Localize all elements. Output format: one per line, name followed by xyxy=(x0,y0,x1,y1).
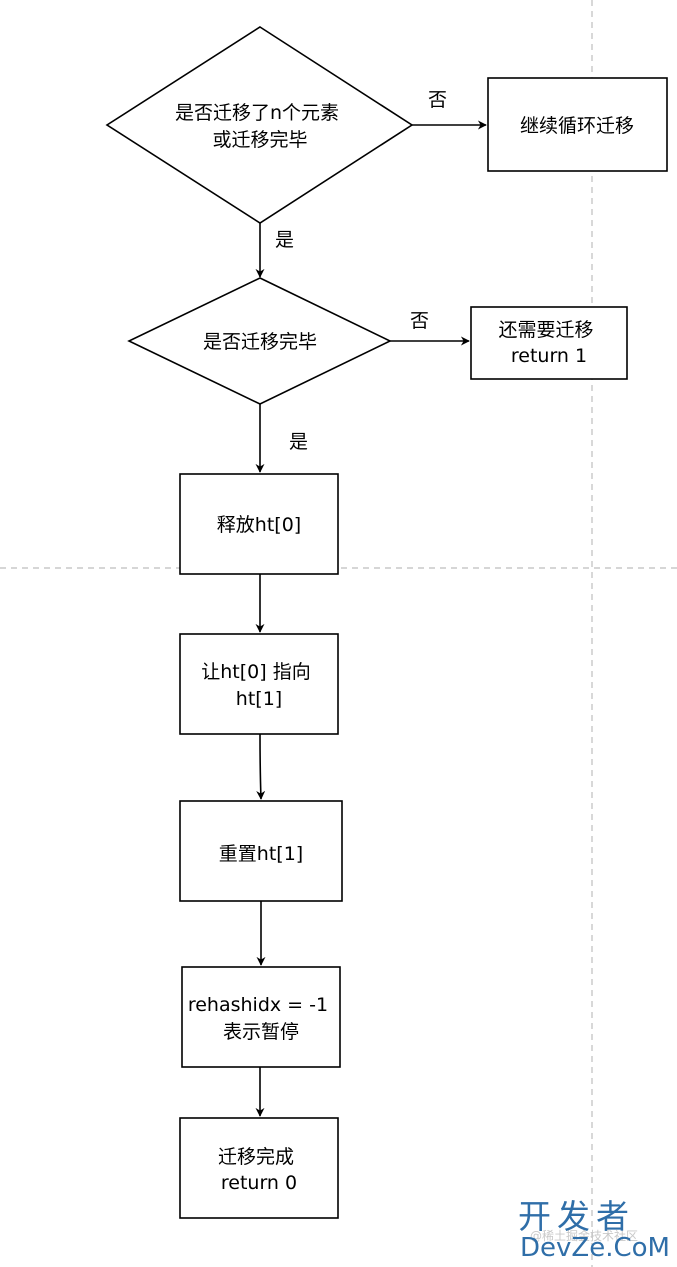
point-ht0-to-ht1-box xyxy=(179,633,339,735)
edge-yes-label-2: 是 xyxy=(289,431,308,453)
point-ht0-to-ht1-line-2: ht[1] xyxy=(236,688,282,710)
migration-complete-line-2: return 0 xyxy=(221,1172,297,1194)
decision-migrated-n-elements-label: 是否迁移了n个元素 或迁移完毕 xyxy=(175,102,345,151)
need-more-migration-box xyxy=(470,306,628,380)
decision-migrated-n-elements xyxy=(105,26,414,224)
decision-migrated-n-elements-line-2: 或迁移完毕 xyxy=(212,129,307,151)
edge-yes-label-1: 是 xyxy=(275,229,294,251)
migration-complete-box xyxy=(179,1117,339,1219)
rehashidx-pause-line-1: rehashidx = -1 xyxy=(188,994,328,1016)
migration-complete-label: 迁移完成 return 0 xyxy=(218,1146,300,1194)
decision-migration-done-label: 是否迁移完毕 xyxy=(203,331,317,353)
edge-no-label-1: 否 xyxy=(428,89,447,111)
need-more-migration-line-1: 还需要迁移 xyxy=(498,319,593,341)
rehashidx-pause-line-2: 表示暂停 xyxy=(223,1021,299,1043)
edge-no-label-2: 否 xyxy=(410,310,429,332)
migration-complete-line-1: 迁移完成 xyxy=(218,1146,294,1168)
continue-migration-line-1: 继续循环迁移 xyxy=(520,115,634,137)
decision-migration-done-line-1: 是否迁移完毕 xyxy=(203,331,317,353)
need-more-migration-label: 还需要迁移 return 1 xyxy=(498,319,599,367)
decision-migrated-n-elements-line-1: 是否迁移了n个元素 xyxy=(175,102,339,124)
continue-migration-label: 继续循环迁移 xyxy=(520,115,634,137)
watermark-en: DevZe.CoM xyxy=(520,1233,670,1263)
reset-ht1-box xyxy=(179,800,343,902)
watermark-faint-text: @稀土掘金技术社区 xyxy=(530,1228,638,1243)
free-ht0-label: 释放ht[0] xyxy=(217,514,301,536)
point-ht0-to-ht1-line-1: 让ht[0] 指向 xyxy=(201,661,310,683)
free-ht0-line-1: 释放ht[0] xyxy=(217,514,301,536)
need-more-migration-line-2: return 1 xyxy=(511,345,587,367)
point-ht0-to-ht1-label: 让ht[0] 指向 ht[1] xyxy=(201,661,317,710)
continue-migration-box xyxy=(487,77,668,172)
reset-ht1-label: 重置ht[1] xyxy=(219,843,303,865)
reset-ht1-line-1: 重置ht[1] xyxy=(219,843,303,865)
free-ht0-box xyxy=(179,473,339,575)
watermark-cn: 开发者 xyxy=(518,1197,635,1236)
rehashidx-pause-label: rehashidx = -1 表示暂停 xyxy=(188,994,334,1043)
rehashidx-pause-box xyxy=(181,966,341,1068)
edge-point-to-reset xyxy=(256,733,266,800)
